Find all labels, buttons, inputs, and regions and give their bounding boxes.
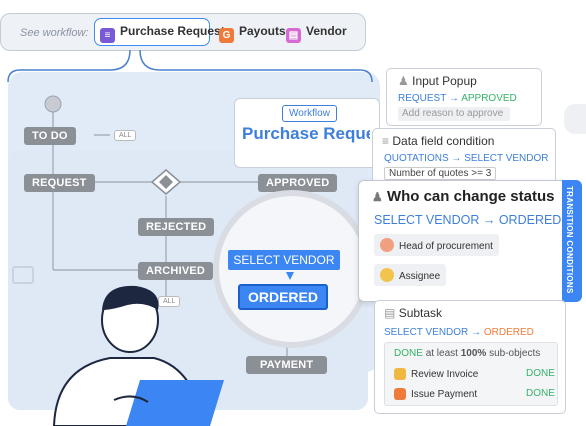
- subtask-rule: DONE at least 100% sub-objects: [394, 348, 540, 359]
- transition-to: ORDERED: [483, 327, 534, 338]
- transition-conditions-tab[interactable]: TRANSITION CONDITIONS: [562, 180, 582, 302]
- workflow-title: Purchase Request: [242, 124, 370, 143]
- node-request[interactable]: REQUEST: [24, 174, 95, 192]
- workflow-label: See workflow:: [20, 27, 89, 39]
- transition-to: SELECT VENDOR: [464, 153, 549, 164]
- user-icon: ♟: [398, 74, 409, 88]
- payment-icon: [394, 388, 406, 400]
- transition-from: SELECT VENDOR: [384, 327, 469, 338]
- tab-label: Payouts: [239, 24, 286, 38]
- who-can-change-transition: SELECT VENDOR → ORDERED: [374, 213, 561, 227]
- reason-input[interactable]: Add reason to approve: [398, 107, 510, 121]
- board-icon: [12, 266, 34, 284]
- transition-from: QUOTATIONS: [384, 153, 449, 164]
- transition-arrow: →: [448, 93, 459, 104]
- workflow-card: [234, 98, 380, 168]
- avatar: [380, 238, 394, 252]
- payout-icon: G: [219, 28, 234, 43]
- workflow-tag: Workflow: [282, 105, 337, 122]
- tab-payouts[interactable]: G Payouts: [219, 24, 286, 43]
- tab-label: Vendor: [306, 24, 347, 38]
- node-archived[interactable]: ARCHIVED: [138, 262, 214, 280]
- input-popup-transition: REQUEST → APPROVED: [398, 93, 517, 104]
- transition-to: APPROVED: [461, 93, 517, 104]
- subtask-item-issue-payment[interactable]: Issue Payment: [394, 388, 477, 400]
- node-ordered[interactable]: ORDERED: [238, 284, 328, 310]
- input-popup-title-text: Input Popup: [412, 74, 477, 88]
- all-tag-archived: ALL: [158, 296, 181, 307]
- all-tag-todo: ALL: [114, 130, 137, 141]
- quote-condition[interactable]: Number of quotes >= 3: [384, 167, 497, 180]
- tab-purchase-request[interactable]: ≡ Purchase Request: [100, 24, 225, 43]
- subtask-rule-box: [384, 342, 558, 406]
- node-todo[interactable]: TO DO: [24, 127, 76, 145]
- rule-percent: 100%: [460, 348, 487, 359]
- subtask-title: ▤ Subtask: [384, 306, 442, 320]
- who-can-change-title: ♟ Who can change status: [372, 188, 554, 205]
- transition-arrow: →: [482, 213, 496, 227]
- subtask-title-text: Subtask: [398, 306, 443, 320]
- rule-tail: sub-objects: [489, 348, 541, 359]
- person-label: Assignee: [399, 271, 441, 282]
- avatar: [380, 268, 394, 282]
- transition-from: REQUEST: [398, 93, 447, 104]
- rule-done: DONE: [394, 348, 423, 359]
- transition-arrow: →: [451, 153, 462, 164]
- filter-icon[interactable]: [564, 104, 586, 134]
- data-field-transition: QUOTATIONS → SELECT VENDOR: [384, 153, 549, 164]
- person-chip-head-of-procurement[interactable]: Head of procurement: [374, 234, 499, 256]
- invoice-icon: [394, 368, 406, 380]
- arrow-down-icon: [286, 272, 294, 280]
- node-approved[interactable]: APPROVED: [258, 174, 338, 192]
- person-illustration: [52, 285, 224, 426]
- person-icon: ♟: [372, 190, 383, 204]
- data-field-condition-title-text: Data field condition: [392, 134, 495, 148]
- subtask-item-label: Issue Payment: [411, 389, 478, 400]
- transition-conditions-label: TRANSITION CONDITIONS: [565, 186, 574, 294]
- transition-from: SELECT VENDOR: [374, 213, 480, 227]
- who-can-change-title-text: Who can change status: [386, 188, 555, 205]
- input-popup-title: ♟ Input Popup: [398, 74, 477, 88]
- subtask-icon: ▤: [384, 306, 396, 320]
- node-rejected[interactable]: REJECTED: [138, 218, 215, 236]
- node-payment[interactable]: PAYMENT: [246, 356, 328, 374]
- subtask-status-done: DONE: [526, 368, 555, 379]
- list-icon: ≡: [382, 134, 390, 148]
- subtask-item-label: Review Invoice: [411, 369, 479, 380]
- rule-text: at least: [425, 348, 458, 359]
- transition-arrow: →: [471, 327, 482, 338]
- person-chip-assignee[interactable]: Assignee: [374, 264, 447, 286]
- subtask-item-review-invoice[interactable]: Review Invoice: [394, 368, 478, 380]
- data-field-condition-title: ≡ Data field condition: [382, 134, 494, 148]
- tab-label: Purchase Request: [120, 24, 225, 38]
- tab-vendor[interactable]: ▤ Vendor: [286, 24, 347, 43]
- person-label: Head of procurement: [399, 241, 493, 252]
- vendor-icon: ▤: [286, 28, 301, 43]
- document-icon: ≡: [100, 28, 115, 43]
- subtask-transition: SELECT VENDOR → ORDERED: [384, 327, 534, 338]
- transition-to: ORDERED: [498, 213, 562, 227]
- node-select-vendor[interactable]: SELECT VENDOR: [228, 250, 340, 270]
- subtask-status-done-2: DONE: [526, 388, 555, 399]
